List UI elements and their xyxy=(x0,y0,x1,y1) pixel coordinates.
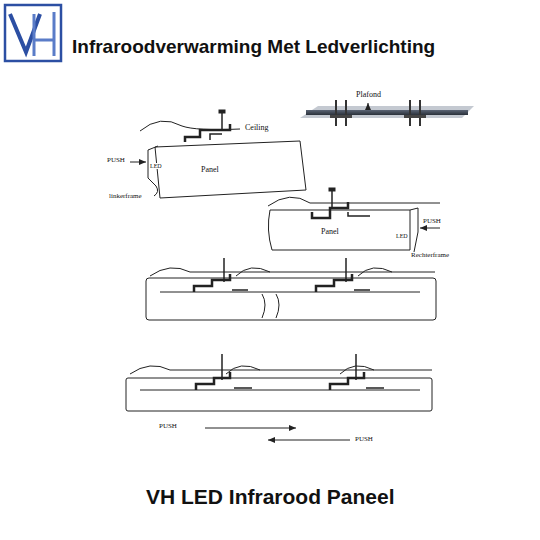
led-label: LED xyxy=(149,163,163,169)
assembled-panel xyxy=(146,258,436,320)
part-label: Rechterframe xyxy=(410,252,450,259)
part-label: Ceiling xyxy=(244,124,270,132)
push-label: PUSH xyxy=(158,423,178,430)
push-label: PUSH xyxy=(354,436,374,443)
logo xyxy=(5,5,61,61)
sliding-panel xyxy=(126,354,432,440)
part-label: Panel xyxy=(320,228,340,236)
ceiling-sketch xyxy=(300,100,474,126)
caption: VH LED Infrarood Paneel xyxy=(146,485,395,509)
part-label: Panel xyxy=(200,166,220,174)
push-label: PUSH xyxy=(106,157,126,164)
left-frame-detail xyxy=(130,110,306,198)
part-label: Plafond xyxy=(355,91,382,99)
led-label: LED xyxy=(395,233,409,239)
part-label: linkerframe xyxy=(108,193,143,200)
right-frame-detail xyxy=(268,188,440,258)
page-title: Infraroodverwarming Met Ledverlichting xyxy=(72,36,435,58)
push-label: PUSH xyxy=(422,218,442,225)
